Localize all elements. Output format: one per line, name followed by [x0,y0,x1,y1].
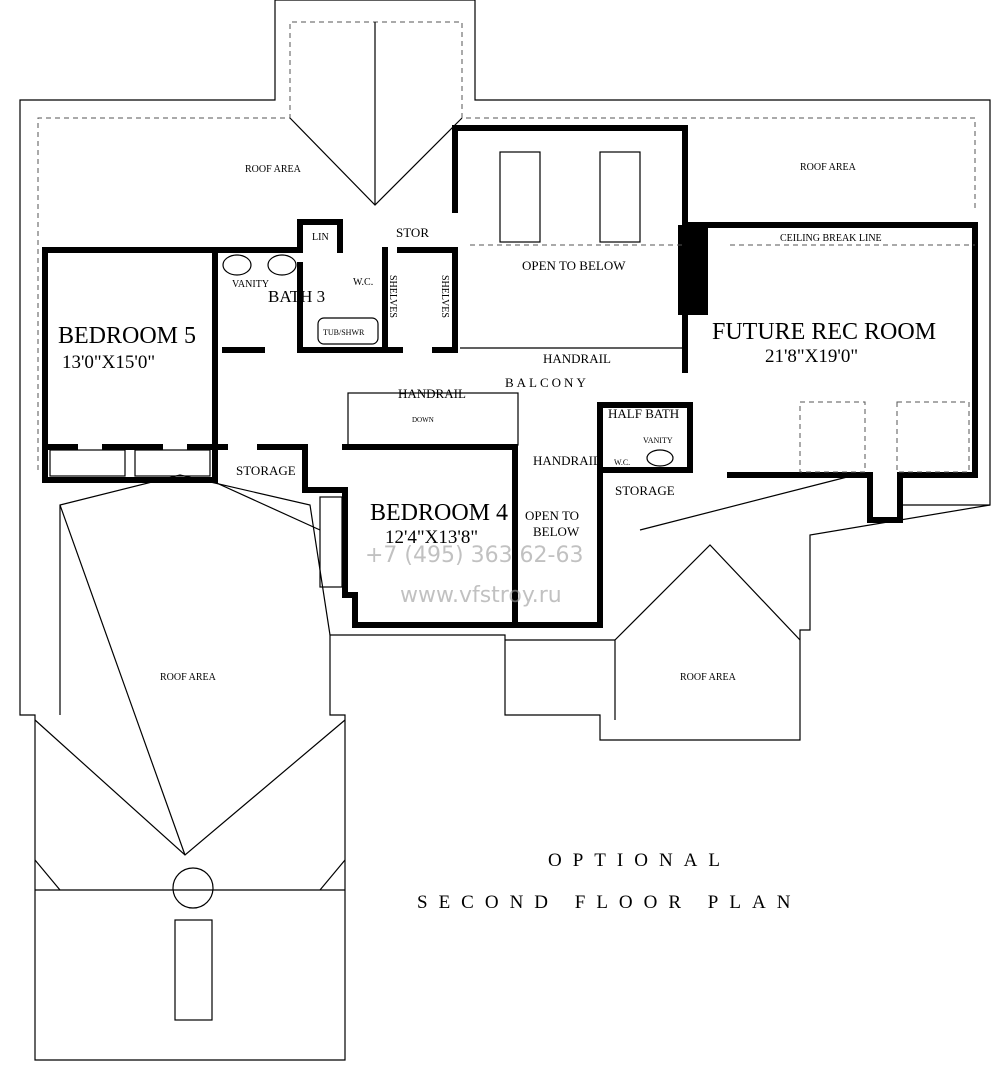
shelves-label: SHELVES [387,275,398,318]
roof-area-label: ROOF AREA [245,164,302,175]
handrail-label: HANDRAIL [398,386,466,401]
watermark-site: www.vfstroy.ru [400,583,562,608]
handrail-label: HANDRAIL [543,351,611,366]
watermark-phone: +7 (495) 363 62-63 [365,543,584,568]
roof-area-label: ROOF AREA [680,672,737,683]
wc-label: W.C. [353,277,373,288]
bedroom5-dims: 13'0"X15'0" [62,352,155,373]
bedroom4-dims: 12'4"X13'8" [385,527,478,548]
wc-label: W.C. [614,458,630,467]
plan-title-line2: SECOND FLOOR PLAN [417,892,801,913]
roof-area-label: ROOF AREA [160,672,217,683]
handrail-label: HANDRAIL [533,453,601,468]
tub-label: TUB/SHWR [323,328,365,337]
roof-outlines [19,0,991,1061]
vanity-label: VANITY [232,279,269,290]
roof-area-label: ROOF AREA [800,162,857,173]
half-bath-label: HALF BATH [608,406,679,421]
open-to-below-label: OPEN TO BELOW [522,258,626,273]
storage-label: STORAGE [615,483,675,498]
stor-label: STOR [396,225,429,240]
fixtures [49,151,975,588]
below-label: BELOW [533,524,580,539]
walls [42,125,978,628]
lin-label: LIN [312,232,329,243]
shelves-label: SHELVES [439,275,450,318]
vanity-label: VANITY [643,436,673,445]
bedroom5-name: BEDROOM 5 [58,323,196,349]
balcony-label: BALCONY [505,375,589,390]
rec-room-name: FUTURE REC ROOM [712,319,936,345]
open-to-label: OPEN TO [525,508,579,523]
storage-label: STORAGE [236,463,296,478]
plan-title-line1: OPTIONAL [548,850,731,871]
bedroom4-name: BEDROOM 4 [370,500,508,526]
down-label: DOWN [412,416,434,424]
bath3-label: BATH 3 [268,287,325,306]
ceiling-break-label: CEILING BREAK LINE [780,233,882,244]
rec-room-dims: 21'8"X19'0" [765,346,858,367]
